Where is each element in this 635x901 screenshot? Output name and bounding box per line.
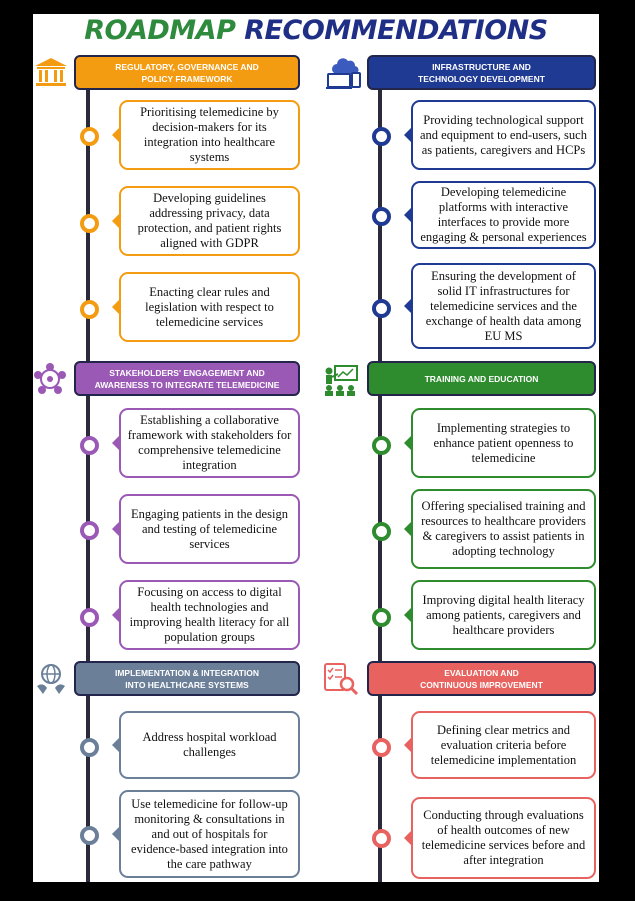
recommendation-text: Use telemedicine for follow-up monitorin…: [131, 796, 288, 871]
header-line: INFRASTRUCTURE AND: [432, 61, 531, 72]
timeline-dot: [372, 127, 391, 146]
recommendation-text: Establishing a collaborative framework w…: [127, 413, 292, 472]
timeline-line-right-3: [378, 694, 382, 882]
header-line: STAKEHOLDERS' ENGAGEMENT AND: [109, 367, 265, 378]
timeline-dot: [80, 436, 99, 455]
recommendation-card: Defining clear metrics and evaluation cr…: [404, 711, 596, 779]
title-recommendations: RECOMMENDATIONS: [244, 15, 548, 46]
header-line: TECHNOLOGY DEVELOPMENT: [418, 73, 545, 84]
header-implementation: IMPLEMENTATION & INTEGRATION INTO HEALTH…: [74, 661, 300, 696]
recommendation-text: Defining clear metrics and evaluation cr…: [430, 722, 577, 767]
roadmap-canvas: ROADMAP RECOMMENDATIONS REGULATORY, GOVE…: [33, 14, 599, 882]
people-network-icon: [34, 363, 66, 394]
recommendation-card: Establishing a collaborative framework w…: [112, 408, 300, 478]
timeline-line-left-3: [86, 694, 90, 882]
recommendation-card: Address hospital workload challenges: [112, 711, 300, 779]
timeline-dot: [372, 738, 391, 757]
recommendation-card: Conducting through evaluations of health…: [404, 797, 596, 879]
header-line: IMPLEMENTATION & INTEGRATION: [114, 667, 260, 678]
timeline-dot: [80, 826, 99, 845]
global-integration-icon: [37, 664, 65, 694]
courthouse-icon: [35, 58, 67, 86]
title-roadmap: ROADMAP: [84, 15, 236, 46]
header-training: TRAINING AND EDUCATION: [367, 361, 596, 396]
header-evaluation: EVALUATION AND CONTINUOUS IMPROVEMENT: [367, 661, 596, 696]
recommendation-card: Offering specialised training and resour…: [404, 489, 596, 569]
timeline-dot: [372, 829, 391, 848]
recommendation-card: Focusing on access to digital health tec…: [112, 580, 300, 650]
header-line: CONTINUOUS IMPROVEMENT: [420, 679, 543, 690]
header-line: EVALUATION AND: [444, 667, 519, 678]
recommendation-text: Conducting through evaluations of health…: [421, 808, 586, 867]
header-regulatory: REGULATORY, GOVERNANCE AND POLICY FRAMEW…: [74, 55, 300, 90]
checklist-magnifier-icon: [324, 663, 359, 696]
recommendation-card: Prioritising telemedicine by decision-ma…: [112, 100, 300, 170]
header-stakeholders: STAKEHOLDERS' ENGAGEMENT AND AWARENESS T…: [74, 361, 300, 396]
recommendation-text: Developing guidelines addressing privacy…: [137, 191, 282, 250]
timeline-line-right-1: [378, 88, 382, 376]
recommendation-text: Offering specialised training and resour…: [421, 499, 586, 558]
recommendation-text: Engaging patients in the design and test…: [131, 506, 288, 551]
recommendation-text: Address hospital workload challenges: [142, 730, 277, 759]
network-devices-icon: [326, 58, 361, 89]
timeline-dot: [80, 214, 99, 233]
recommendation-text: Improving digital health literacy among …: [422, 592, 585, 637]
recommendation-card: Improving digital health literacy among …: [404, 580, 596, 650]
timeline-dot: [372, 522, 391, 541]
recommendation-card: Developing guidelines addressing privacy…: [112, 186, 300, 256]
header-line: TRAINING AND EDUCATION: [424, 373, 539, 384]
timeline-dot: [80, 127, 99, 146]
timeline-dot: [372, 608, 391, 627]
recommendation-text: Focusing on access to digital health tec…: [129, 585, 290, 644]
recommendation-text: Prioritising telemedicine by decision-ma…: [140, 105, 279, 164]
header-line: INTO HEALTHCARE SYSTEMS: [125, 679, 249, 690]
presentation-icon: [325, 365, 358, 396]
header-line: AWARENESS TO INTEGRATE TELEMEDICINE: [94, 379, 280, 390]
recommendation-text: Ensuring the development of solid IT inf…: [425, 268, 582, 343]
timeline-dot: [372, 436, 391, 455]
timeline-dot: [372, 207, 391, 226]
recommendation-card: Enacting clear rules and legislation wit…: [112, 272, 300, 342]
recommendation-card: Providing technological support and equi…: [404, 100, 596, 170]
timeline-dot: [80, 300, 99, 319]
timeline-dot: [372, 299, 391, 318]
recommendation-text: Implementing strategies to enhance patie…: [433, 420, 574, 465]
header-line: POLICY FRAMEWORK: [141, 73, 233, 84]
header-infrastructure: INFRASTRUCTURE AND TECHNOLOGY DEVELOPMEN…: [367, 55, 596, 90]
recommendation-text: Enacting clear rules and legislation wit…: [145, 284, 274, 329]
recommendation-text: Developing telemedicine platforms with i…: [420, 185, 587, 244]
recommendation-card: Engaging patients in the design and test…: [112, 494, 300, 564]
header-line: REGULATORY, GOVERNANCE AND: [115, 61, 259, 72]
recommendation-card: Implementing strategies to enhance patie…: [404, 408, 596, 478]
page-title: ROADMAP RECOMMENDATIONS: [33, 16, 599, 46]
timeline-dot: [80, 608, 99, 627]
timeline-dot: [80, 738, 99, 757]
recommendation-text: Providing technological support and equi…: [420, 112, 587, 157]
recommendation-card: Ensuring the development of solid IT inf…: [404, 263, 596, 349]
recommendation-card: Developing telemedicine platforms with i…: [404, 181, 596, 249]
timeline-dot: [80, 521, 99, 540]
recommendation-card: Use telemedicine for follow-up monitorin…: [112, 790, 300, 878]
